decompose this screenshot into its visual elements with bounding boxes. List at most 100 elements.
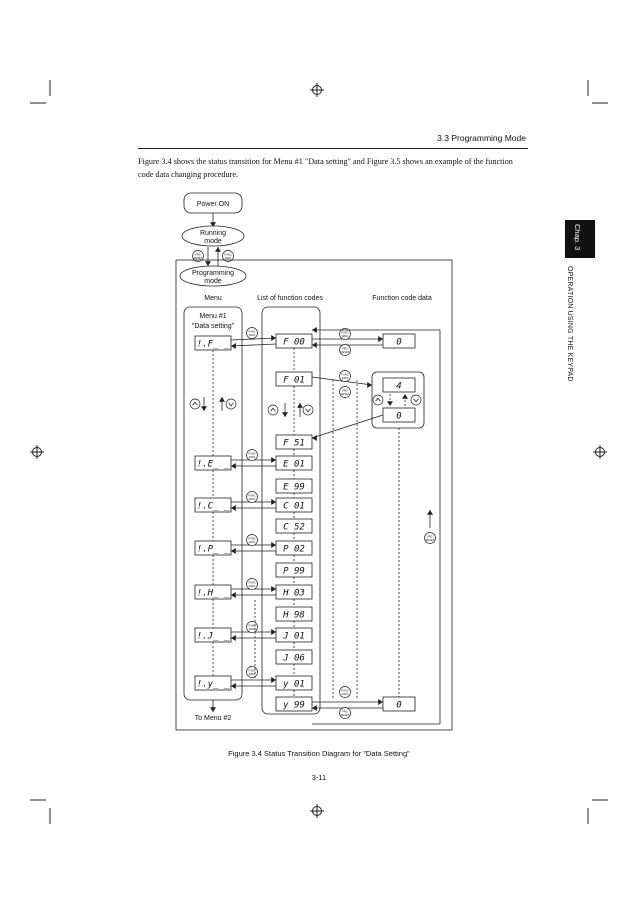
running-mode-ellipse-line2: mode [204,238,222,245]
menu-down-key-chevron [228,402,234,407]
prg-key-f01-label-top: PRG [342,389,348,393]
codes-panel [261,306,321,715]
menu-display-6-text: !.y_ _ [197,680,230,690]
data-to-f00-arrow-head [312,342,317,348]
code-display-1-text: F 01 [283,376,305,386]
func-key-menu-h-label-bottom: DATA [249,584,256,588]
code-down-arrow-head [282,412,288,417]
menu-display-1-text: !.E_ _ [197,460,230,470]
code-up-key-chevron [270,407,276,412]
func-key-f00-label-top: FUNC [341,331,348,335]
code-down-key-chevron [305,408,311,413]
power-on-arrow-head [210,222,216,227]
func-key-f00 [339,328,351,340]
return-loop-up-arrow-head [427,510,433,515]
code-display-14 [275,696,313,712]
func-key-menu-c-label-top: FUNC [248,494,255,498]
prg-key-y99-label-top: PRG [342,710,348,714]
menu-display-2-text: !.C_ _ [197,502,230,512]
prg-key-y99 [339,707,351,719]
prg-key-f01-label-bottom: RESET [341,392,350,396]
programming-mode-ellipse-line1: Programming [192,270,234,277]
codes-column-heading: List of function codes [257,295,323,302]
registration-mark-top [310,83,324,97]
menu-up-key-chevron [192,401,198,406]
figure-caption: Figure 3.4 Status Transition Diagram for… [228,749,410,758]
code-display-8-text: P 99 [283,567,305,577]
func-key-menu-f [246,327,258,339]
prg-key-running [192,250,204,262]
menu-up-arrow-head [219,397,225,402]
to-menu2-arrow-head [210,707,216,712]
menu-to-code-arrow-1-head [271,457,276,463]
code-to-menu-arrow-1-head [231,463,236,469]
section-title: 3.3 Programming Mode [437,133,526,143]
chapter-tab: Chap. 3 [565,220,595,258]
menu1-title-line2: "Data setting" [192,323,235,330]
data-edit-panel [371,371,425,429]
code-display-12-text: J 06 [282,654,305,664]
data-to-f51-arrow [311,414,384,439]
func-key-menu-h-label-top: FUNC [248,581,255,585]
prg-key-y99-label-bottom: RESET [341,713,350,717]
prg-key-f00-label-top: PRG [342,347,348,351]
page-number: 3-11 [311,773,327,782]
menu-to-code-arrow-2-head [271,499,276,505]
func-key-menu-p [246,534,258,546]
data-display-f00-text: 0 [396,338,401,348]
data-up-key [372,394,384,406]
menu-down-arrow-head [201,406,207,411]
prg-key-f00 [339,344,351,356]
code-to-menu-arrow-4-head [231,592,236,598]
code-display-9-text: H 03 [282,589,305,599]
registration-mark-right [593,445,607,459]
data-down-key-chevron [413,398,419,403]
menu-to-code-arrow-6-head [271,677,276,683]
func-key-y99-label-top: FUNC [341,689,348,693]
prg-key-running-label-top: PRG [195,253,201,257]
programming-mode-ellipse-line2: mode [204,278,222,285]
f01-to-data-arrow-head [367,382,372,388]
code-to-menu-arrow-0 [230,343,277,347]
data-display-f01-old-text: 0 [396,412,401,422]
return-loop-top-head [312,327,317,333]
code-display-7-text: P 02 [283,545,305,555]
prg-key-return-loop-label-bottom: RESET [426,538,435,542]
code-to-menu-arrow-0-head [231,343,236,349]
code-display-0-text: F 00 [283,338,305,348]
func-key-f01 [339,370,351,382]
func-key-f00-label-bottom: DATA [342,334,349,338]
code-to-menu-arrow-3-head [231,548,236,554]
code-display-10-text: H 98 [282,611,305,621]
chapter-side-label: OPERATION USING THE KEYPAD [566,266,573,382]
to-menu2-label: To Menu #2 [195,715,232,722]
code-up-key [267,404,279,416]
menu1-title-line1: Menu #1 [199,313,226,320]
func-key-menu-p-label-top: FUNC [248,537,255,541]
programming-to-running-arrow-head [215,247,221,252]
code-display-3-text: E 01 [283,460,305,470]
func-key-f01-label-bottom: DATA [342,376,349,380]
func-key-y99-label-bottom: DATA [342,692,349,696]
code-display-5-text: C 01 [283,502,305,512]
menu-display-3-text: !.P_ _ [197,545,230,555]
prg-key-return-loop-label-top: PRG [427,535,433,539]
prg-key-running-label-bottom: RESET [194,256,203,260]
data-up-key-chevron [375,397,381,402]
func-key-f01-label-top: FUNC [341,373,348,377]
func-key-running [222,250,234,262]
prg-key-f01 [339,386,351,398]
code-display-14-text: y 99 [282,701,305,711]
y99-to-data-arrow-head [378,699,383,705]
running-to-programming-arrow-head [205,261,211,266]
code-display-4-text: E 99 [283,483,305,493]
menu-to-code-arrow-3-head [271,542,276,548]
code-display-2-text: F 51 [283,439,305,449]
menu-display-5-text: !.J_ _ [197,632,230,642]
code-down-key [302,404,314,416]
func-key-menu-e [246,449,258,461]
header-rule [138,148,528,149]
data-display-f01-new [382,377,416,393]
func-key-menu-f-label-bottom: DATA [249,333,256,337]
